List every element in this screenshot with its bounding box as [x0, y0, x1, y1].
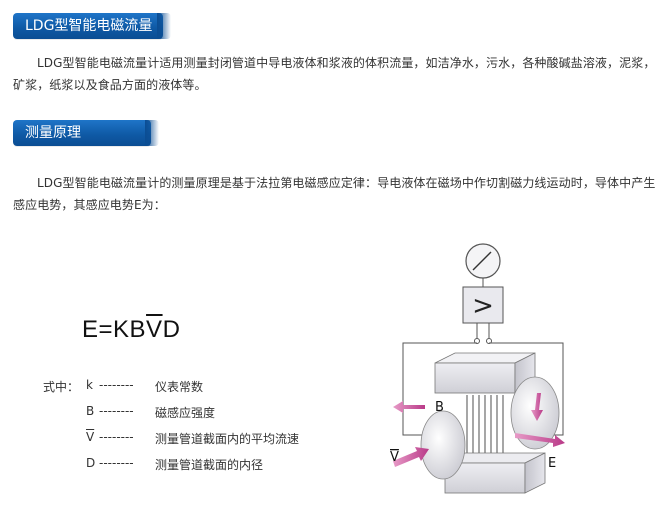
label-b: B [435, 400, 444, 415]
legend-text: 测量管道截面内的平均流速 [155, 432, 300, 446]
label-e: E [548, 456, 556, 471]
flow-arrows [393, 393, 565, 467]
legend-row: 式中： k -------- 仪表常数 [43, 378, 443, 396]
formula-overbar-symbol: V [146, 316, 163, 343]
formula-suffix: D [162, 316, 181, 343]
legend-dashes: -------- [99, 404, 134, 418]
formula-prefix: E=KB [82, 316, 147, 343]
section-heading-principle-text: 测量原理 [25, 125, 81, 141]
legend-symbol: V [86, 430, 95, 444]
legend-row: B -------- 磁感应强度 [43, 404, 443, 422]
formula: E=KBVD [82, 316, 180, 344]
section-heading-ldg: LDG型智能电磁流量计 [13, 13, 171, 60]
legend-symbol: k [86, 378, 93, 392]
legend-symbol: B [86, 404, 95, 418]
pipe-front [420, 410, 466, 480]
legend-dashes: -------- [99, 378, 134, 392]
legend-symbol: D [86, 456, 96, 470]
legend-row: D -------- 测量管道截面的内径 [43, 456, 443, 474]
label-v: V [390, 450, 399, 465]
gauge-icon [465, 243, 501, 287]
legend-dashes: -------- [99, 456, 134, 470]
legend-text: 测量管道截面的内径 [155, 458, 264, 472]
legend-prefix: 式中： [43, 380, 80, 394]
intro-paragraph: LDG型智能电磁流量计适用测量封闭管道中导电液体和浆液的体积流量，如洁净水，污水… [13, 56, 656, 92]
section-heading-ldg-text: LDG型智能电磁流量计 [25, 18, 153, 60]
bottom-magnet [444, 452, 546, 494]
legend-dashes: -------- [99, 430, 134, 444]
section-heading-principle: 测量原理 [13, 120, 159, 146]
legend-text: 磁感应强度 [155, 406, 216, 420]
amplifier-symbol: > [472, 291, 494, 321]
amplifier-box: > [462, 286, 504, 324]
legend-text: 仪表常数 [155, 380, 204, 394]
flowmeter-principle-diagram: > B V [390, 243, 565, 494]
principle-paragraph: LDG型智能电磁流量计的测量原理是基于法拉第电磁感应定律：导电液体在磁场中作切割… [13, 176, 656, 212]
legend-row: V -------- 测量管道截面内的平均流速 [43, 430, 443, 448]
